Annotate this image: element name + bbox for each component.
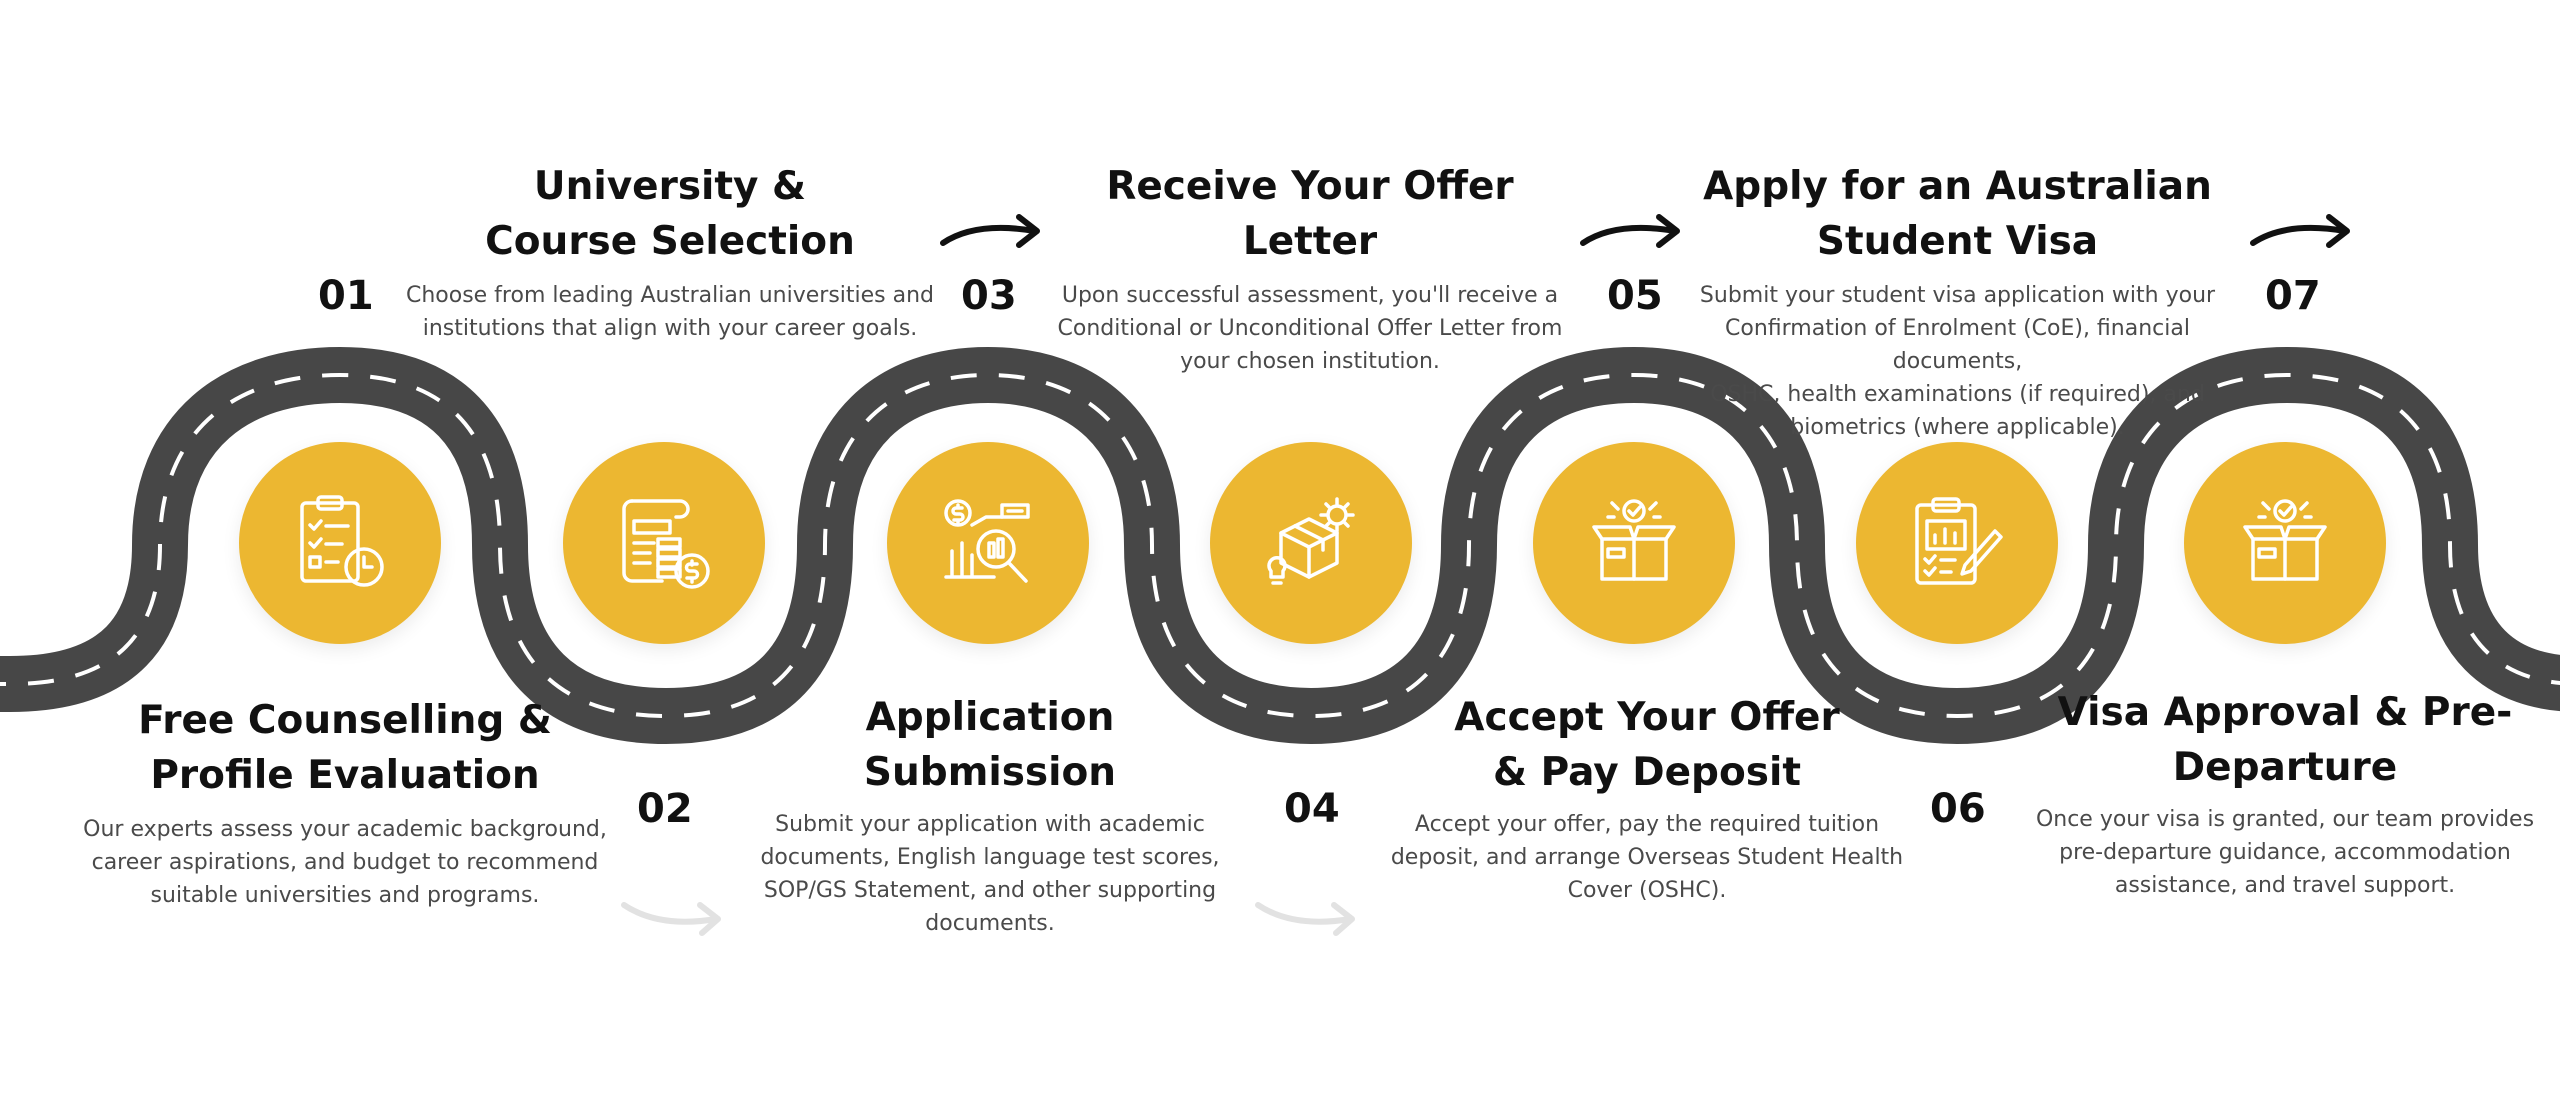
step-04-desc-line1: Upon successful assessment, you'll recei… — [1061, 283, 1559, 308]
step-05-circle — [1533, 442, 1735, 644]
step-02-circle — [563, 442, 765, 644]
arrow-right-icon — [2250, 214, 2350, 248]
step-03-number: 03 — [961, 273, 1017, 319]
step-07-title-line1: Visa Approval & Pre- — [2057, 690, 2513, 735]
step-03-title-line2: Submission — [863, 750, 1117, 795]
step-04-title-line2: Letter — [1242, 219, 1378, 264]
step-07-desc-line2: pre-departure guidance, accommodation — [2059, 840, 2511, 865]
step-06-description: Submit your student visa application wit… — [1660, 279, 2255, 444]
open-box-check-icon — [1592, 499, 1676, 581]
step-01-number: 01 — [318, 273, 374, 319]
arrow-right-icon — [940, 214, 1040, 248]
step-03-title-line1: Application — [865, 695, 1115, 740]
step-02-title: University & Course Selection — [370, 159, 970, 269]
step-06-title: Apply for an Australian Student Visa — [1660, 159, 2255, 269]
step-06-desc-line3: OSHC, health examinations (if required),… — [1710, 382, 2205, 407]
step-05-description: Accept your offer, pay the required tuit… — [1347, 808, 1947, 907]
step-04-circle — [1210, 442, 1412, 644]
step-02-desc-line2: institutions that align with your career… — [422, 316, 918, 341]
step-03-description: Submit your application with academic do… — [700, 808, 1280, 940]
step-03-title: Application Submission — [700, 690, 1280, 800]
clipboard-checklist-clock-icon — [300, 495, 384, 587]
step-06-title-line2: Student Visa — [1816, 219, 2099, 264]
step-01-title: Free Counselling & Profile Evaluation — [40, 693, 650, 803]
step-01-desc-line1: Our experts assess your academic backgro… — [83, 817, 607, 842]
arrow-right-faint-icon — [1255, 902, 1355, 936]
step-05-title-line1: Accept Your Offer — [1454, 695, 1840, 740]
step-06-title-line1: Apply for an Australian — [1703, 164, 2212, 209]
step-03-desc-line1: Submit your application with academic — [775, 812, 1205, 837]
step-01-title-line2: Profile Evaluation — [150, 753, 540, 798]
step-04-number: 04 — [1284, 786, 1340, 832]
step-04-title-line1: Receive Your Offer — [1106, 164, 1514, 209]
step-03-desc-line4: documents. — [925, 911, 1055, 936]
step-03-desc-line3: SOP/GS Statement, and other supporting — [763, 878, 1217, 903]
step-07-title: Visa Approval & Pre- Departure — [2010, 685, 2560, 795]
step-06-desc-line1: Submit your student visa application wit… — [1699, 283, 2216, 308]
step-01-desc-line2: career aspirations, and budget to recomm… — [91, 850, 599, 875]
open-box-check-icon — [2243, 499, 2327, 581]
step-07-title-line2: Departure — [2172, 745, 2398, 790]
step-04-title: Receive Your Offer Letter — [1010, 159, 1610, 269]
step-07-desc-line1: Once your visa is granted, our team prov… — [2035, 807, 2535, 832]
package-gear-lightbulb-icon — [1267, 497, 1355, 585]
step-02-desc-line1: Choose from leading Australian universit… — [405, 283, 935, 308]
step-01-desc-line3: suitable universities and programs. — [150, 883, 540, 908]
step-07-description: Once your visa is granted, our team prov… — [2010, 803, 2560, 902]
step-06-desc-line4: biometrics (where applicable). — [1790, 415, 2125, 440]
step-02-title-line1: University & — [533, 164, 807, 209]
step-01-circle — [239, 442, 441, 644]
step-04-description: Upon successful assessment, you'll recei… — [1010, 279, 1610, 378]
analytics-magnifier-dollar-icon — [944, 499, 1030, 583]
step-05-title-line2: & Pay Deposit — [1492, 750, 1801, 795]
step-01-description: Our experts assess your academic backgro… — [40, 813, 650, 912]
arrow-right-icon — [1580, 214, 1680, 248]
step-04-desc-line3: your chosen institution. — [1180, 349, 1440, 374]
step-05-desc-line2: deposit, and arrange Overseas Student He… — [1390, 845, 1904, 870]
step-07-circle — [2184, 442, 2386, 644]
arrow-right-faint-icon — [621, 902, 721, 936]
step-07-desc-line3: assistance, and travel support. — [2114, 873, 2456, 898]
step-01-title-line1: Free Counselling & — [138, 698, 552, 743]
step-06-number: 06 — [1930, 786, 1986, 832]
step-02-number: 02 — [637, 786, 693, 832]
step-03-circle — [887, 442, 1089, 644]
step-05-desc-line3: Cover (OSHC). — [1567, 878, 1727, 903]
road-center-dashes — [0, 372, 2560, 719]
step-05-title: Accept Your Offer & Pay Deposit — [1347, 690, 1947, 800]
clipboard-chart-pencil-icon — [1915, 497, 2003, 585]
scroll-coins-dollar-icon — [622, 499, 710, 589]
step-06-circle — [1856, 442, 2058, 644]
step-04-desc-line2: Conditional or Unconditional Offer Lette… — [1057, 316, 1563, 341]
step-02-description: Choose from leading Australian universit… — [370, 279, 970, 345]
step-07-number: 07 — [2265, 273, 2321, 319]
step-06-desc-line2: Confirmation of Enrolment (CoE), financi… — [1725, 316, 2190, 374]
step-05-number: 05 — [1607, 273, 1663, 319]
step-05-desc-line1: Accept your offer, pay the required tuit… — [1414, 812, 1880, 837]
step-02-title-line2: Course Selection — [485, 219, 855, 264]
step-03-desc-line2: documents, English language test scores, — [760, 845, 1220, 870]
